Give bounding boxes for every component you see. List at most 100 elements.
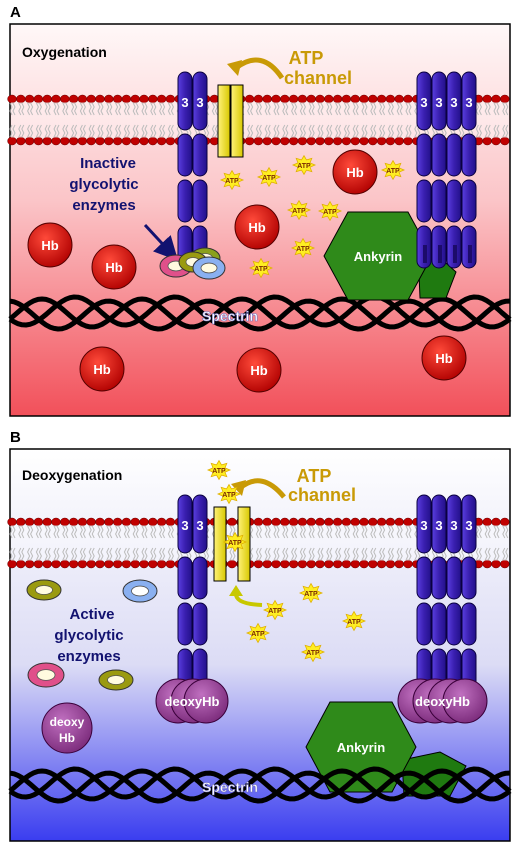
lipid-tail <box>132 525 136 539</box>
lipid-tail <box>91 102 95 116</box>
lipid-head <box>104 94 114 104</box>
lipid-tail <box>502 102 506 116</box>
atp-label: ATP <box>386 168 400 175</box>
band3-label: 3 <box>196 518 203 533</box>
spectrin-strand <box>9 770 511 804</box>
lipid-tail <box>159 124 163 138</box>
lipid-tail <box>144 124 148 138</box>
lipid-tail <box>505 102 509 116</box>
lipid-tail <box>285 124 289 138</box>
lipid-head <box>130 136 140 146</box>
hb-label: Hb <box>41 238 58 253</box>
lipid-tail <box>109 547 113 561</box>
lipid-head <box>121 517 132 527</box>
lipid-tail <box>123 102 127 116</box>
lipid-tail <box>150 525 154 539</box>
lipid-head <box>139 136 149 146</box>
lipid-tail <box>44 102 48 116</box>
lipid-head <box>33 94 44 104</box>
band3-tm-segment <box>446 494 462 554</box>
lipid-tail <box>496 547 500 561</box>
hb-molecule <box>332 149 378 195</box>
band3-segment <box>461 556 477 600</box>
lipid-tail <box>21 124 25 138</box>
lipid-tail <box>82 102 86 116</box>
lipid-tail <box>206 102 210 116</box>
lipid-tail <box>320 124 324 138</box>
atp-molecule <box>248 257 274 279</box>
lipid-tail <box>255 525 259 539</box>
lipid-head <box>297 136 308 146</box>
lipid-head <box>16 559 26 569</box>
lipid-tail <box>74 102 78 116</box>
atp-label: ATP <box>254 266 268 273</box>
lipid-head <box>324 136 334 146</box>
lipid-head <box>350 559 360 569</box>
lipid-tail <box>352 102 356 116</box>
lipid-head <box>227 517 237 527</box>
lipid-tail <box>115 525 119 539</box>
atp-label: ATP <box>347 619 361 626</box>
lipid-tail <box>267 525 271 539</box>
atp-label: ATP <box>292 208 306 215</box>
lipid-tail <box>62 525 66 539</box>
lipid-head <box>7 559 17 569</box>
lipid-head <box>121 559 132 569</box>
lipid-head <box>341 94 352 104</box>
lipid-tail <box>405 525 409 539</box>
band3-segment <box>446 133 462 177</box>
atp-molecule <box>245 622 271 644</box>
lipid-tail <box>211 124 215 138</box>
lipid-tail <box>361 124 365 138</box>
lipid-head <box>288 94 299 104</box>
band3-segment <box>461 179 477 223</box>
lipid-tail <box>329 525 333 539</box>
lipid-head <box>491 94 501 104</box>
lipid-tail <box>484 547 488 561</box>
lipid-head <box>86 559 96 569</box>
lipid-tail <box>370 124 374 138</box>
lipid-head <box>262 136 272 146</box>
lipid-tail <box>487 525 491 539</box>
lipid-tail <box>229 525 233 539</box>
lipid-head <box>359 559 369 569</box>
lipid-tail <box>364 547 368 561</box>
lipid-tail <box>408 124 412 138</box>
atp-molecule <box>341 610 367 632</box>
lipid-head <box>341 136 352 146</box>
lipid-tail <box>206 124 210 138</box>
atp-channel-b <box>213 506 251 582</box>
hb-molecule <box>91 244 137 290</box>
lipid-tail <box>141 124 145 138</box>
lipid-tail <box>326 547 330 561</box>
lipid-tail <box>352 525 356 539</box>
band3-segment <box>431 602 447 646</box>
lipid-tail <box>106 525 110 539</box>
spectrin-network-a <box>8 294 512 332</box>
lipid-tail <box>505 124 509 138</box>
lipid-tail <box>141 102 145 116</box>
lipid-tail <box>123 525 127 539</box>
lipid-tail <box>496 525 500 539</box>
lipid-tail <box>294 547 298 561</box>
lipid-tail <box>320 102 324 116</box>
lipid-tail <box>65 525 69 539</box>
lipid-tail <box>100 525 104 539</box>
band3-tm-segment <box>177 494 193 554</box>
lipid-tail <box>97 525 101 539</box>
atp-channel-a-line1: ATP <box>289 48 324 68</box>
deoxy-hb-free <box>41 702 93 754</box>
band3-segment <box>446 556 462 600</box>
lipid-head <box>104 136 114 146</box>
lipid-tail <box>291 102 295 116</box>
lipid-tail <box>162 102 166 116</box>
lipid-head <box>165 94 176 104</box>
hb-molecule <box>236 347 282 393</box>
band3-segment <box>461 602 477 646</box>
deoxyhb-subunit <box>183 678 229 724</box>
lipid-tail <box>255 547 259 561</box>
lipid-tail <box>405 124 409 138</box>
lipid-tail <box>126 525 130 539</box>
atp-molecule <box>291 154 317 176</box>
lipid-tail <box>487 124 491 138</box>
